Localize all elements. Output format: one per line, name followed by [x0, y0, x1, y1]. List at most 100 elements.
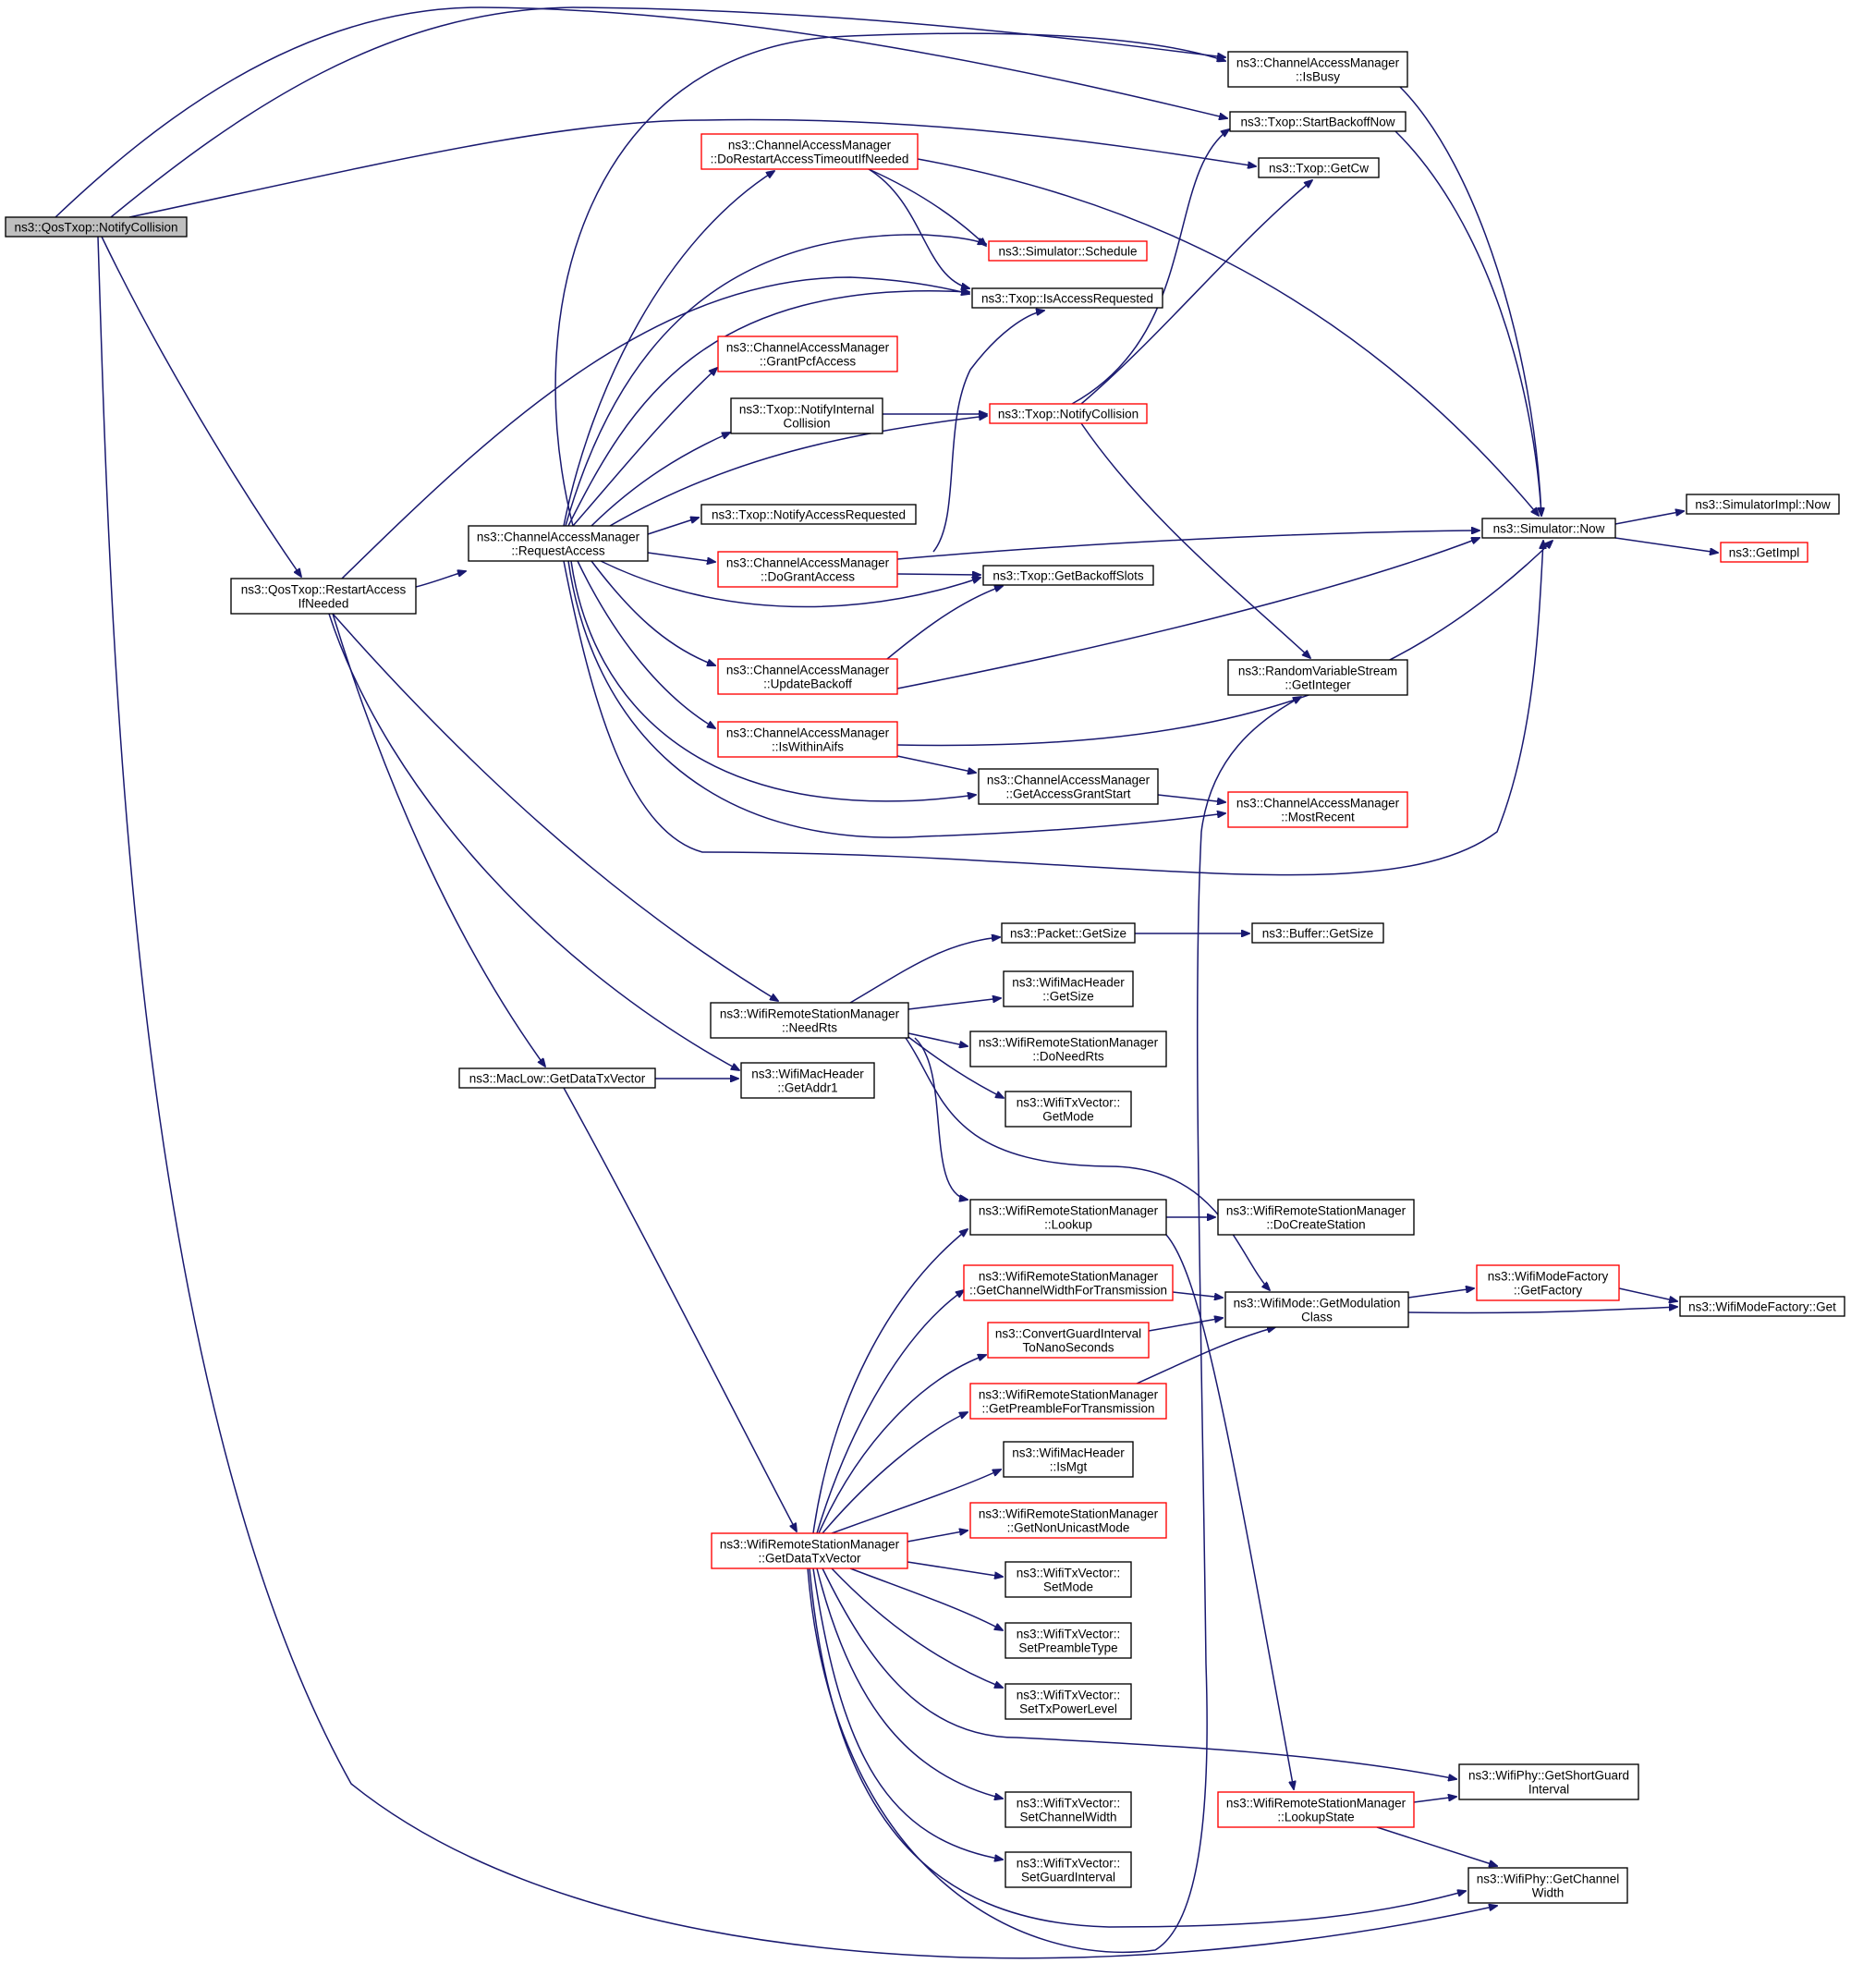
node-txop_getbackoffslots[interactable]: ns3::Txop::GetBackoffSlots	[982, 565, 1154, 586]
node-packet_getsize[interactable]: ns3::Packet::GetSize	[1001, 922, 1136, 944]
node-wrsm_lookupstate[interactable]: ns3::WifiRemoteStationManager::LookupSta…	[1217, 1791, 1415, 1828]
node-label: ns3::WifiMacHeader	[751, 1067, 864, 1081]
node-wmf_get[interactable]: ns3::WifiModeFactory::Get	[1679, 1296, 1845, 1317]
node-label: ns3::ConvertGuardInterval	[995, 1327, 1141, 1341]
edge-wrsm_needrts-to-wrsm_lookup	[914, 1037, 968, 1200]
node-txop_startbackoff[interactable]: ns3::Txop::StartBackoffNow	[1229, 111, 1407, 132]
node-label: ::IsMgt	[1050, 1460, 1088, 1474]
node-cam_getaccessgrantstart[interactable]: ns3::ChannelAccessManager::GetAccessGran…	[978, 768, 1159, 805]
node-cam_requestaccess[interactable]: ns3::ChannelAccessManager::RequestAccess	[468, 525, 649, 562]
node-cam_dogrant[interactable]: ns3::ChannelAccessManager::DoGrantAccess	[717, 551, 898, 588]
node-label: ns3::WifiMode::GetModulation	[1234, 1297, 1401, 1311]
node-wrsm_getpreamble[interactable]: ns3::WifiRemoteStationManager::GetPreamb…	[969, 1383, 1167, 1420]
edge-wrsm_getdatatx-to-wphy_getchannelwidth	[809, 1567, 1466, 1928]
node-getimpl[interactable]: ns3::GetImpl	[1720, 542, 1808, 563]
edge-wm_getmodulation-to-wmf_get	[1407, 1307, 1677, 1314]
node-box	[1467, 1867, 1628, 1904]
node-cam_grantpcf[interactable]: ns3::ChannelAccessManager::GrantPcfAcces…	[717, 335, 898, 372]
node-wrsm_needrts[interactable]: ns3::WifiRemoteStationManager::NeedRts	[710, 1002, 909, 1039]
node-buffer_getsize[interactable]: ns3::Buffer::GetSize	[1251, 922, 1384, 944]
node-box	[458, 1067, 656, 1089]
node-cam_iswithinaifs[interactable]: ns3::ChannelAccessManager::IsWithinAifs	[717, 721, 898, 758]
edge-wrsm_getdatatx-to-convertguard	[818, 1355, 986, 1534]
node-txop_notifycollision[interactable]: ns3::Txop::NotifyCollision	[989, 403, 1148, 424]
edge-wrsm_getdatatx-to-wtv_setpreamble	[849, 1567, 1003, 1630]
node-box	[468, 525, 649, 562]
node-box	[1005, 1791, 1132, 1828]
node-wtv_settxpower[interactable]: ns3::WifiTxVector::SetTxPowerLevel	[1005, 1683, 1132, 1720]
node-wrsm_getdatatx[interactable]: ns3::WifiRemoteStationManager::GetDataTx…	[711, 1532, 908, 1569]
node-label: ns3::WifiTxVector::	[1017, 1567, 1121, 1580]
edge-cam_dogrant-to-txop_getbackoffslots	[896, 574, 980, 575]
node-txop_getcw[interactable]: ns3::Txop::GetCw	[1258, 157, 1380, 178]
node-wrsm_doneedrts[interactable]: ns3::WifiRemoteStationManager::DoNeedRts	[969, 1031, 1167, 1067]
node-box	[1005, 1622, 1132, 1659]
node-label: ns3::ChannelAccessManager	[477, 531, 640, 544]
node-wmh_getaddr1[interactable]: ns3::WifiMacHeader::GetAddr1	[740, 1062, 875, 1099]
node-label: ns3::Buffer::GetSize	[1262, 927, 1374, 941]
node-rvs_getinteger[interactable]: ns3::RandomVariableStream::GetInteger	[1227, 659, 1408, 696]
node-wtv_setpreamble[interactable]: ns3::WifiTxVector::SetPreambleType	[1005, 1622, 1132, 1659]
edge-convertguard-to-wm_getmodulation	[1148, 1318, 1223, 1332]
node-label: ::UpdateBackoff	[763, 677, 852, 691]
node-box	[987, 1322, 1150, 1359]
node-label: Collision	[783, 417, 830, 431]
node-wmf_getfactory[interactable]: ns3::WifiModeFactory::GetFactory	[1476, 1264, 1620, 1301]
node-wmh_getsize[interactable]: ns3::WifiMacHeader::GetSize	[1003, 970, 1134, 1007]
edge-qos_restart-to-cam_requestaccess	[415, 571, 466, 588]
node-box	[1227, 51, 1408, 88]
node-box	[978, 768, 1159, 805]
node-wtv_getmode[interactable]: ns3::WifiTxVector::GetMode	[1005, 1091, 1132, 1128]
node-label: ns3::Txop::NotifyCollision	[998, 408, 1139, 421]
node-label: ::NeedRts	[782, 1021, 837, 1035]
node-wrsm_getchannelwidthfortx[interactable]: ns3::WifiRemoteStationManager::GetChanne…	[963, 1264, 1174, 1301]
edge-root-to-txop_getcw	[128, 118, 1256, 218]
edge-qos_restart-to-macllow_getdatatx	[332, 613, 545, 1067]
edge-wrsm_getdatatx-to-wmh_ismgt	[831, 1470, 1001, 1534]
node-box	[1251, 922, 1384, 944]
node-cam_mostrecent[interactable]: ns3::ChannelAccessManager::MostRecent	[1227, 791, 1408, 828]
node-sim_schedule[interactable]: ns3::Simulator::Schedule	[988, 240, 1148, 262]
edge-wmf_getfactory-to-wmf_get	[1618, 1287, 1677, 1301]
node-label: Class	[1301, 1311, 1333, 1324]
node-macllow_getdatatx[interactable]: ns3::MacLow::GetDataTxVector	[458, 1067, 656, 1089]
node-wtv_setchannelwidth[interactable]: ns3::WifiTxVector::SetChannelWidth	[1005, 1791, 1132, 1828]
node-label: ::GrantPcfAccess	[760, 355, 857, 369]
node-cam_isbusy[interactable]: ns3::ChannelAccessManager::IsBusy	[1227, 51, 1408, 88]
node-wtv_setmode[interactable]: ns3::WifiTxVector::SetMode	[1005, 1561, 1132, 1598]
edge-cam_requestaccess-to-cam_isbusy	[554, 32, 1225, 527]
node-root[interactable]: ns3::QosTxop::NotifyCollision	[5, 216, 188, 238]
node-cam_updatebackoff[interactable]: ns3::ChannelAccessManager::UpdateBackoff	[717, 658, 898, 695]
edge-wrsm_getdatatx-to-wrsm_lookup	[812, 1229, 968, 1534]
node-label: ns3::WifiTxVector::	[1017, 1096, 1121, 1110]
node-wrsm_docreatestation[interactable]: ns3::WifiRemoteStationManager::DoCreateS…	[1217, 1199, 1415, 1236]
node-txop_notifyaccessreq[interactable]: ns3::Txop::NotifyAccessRequested	[700, 504, 917, 525]
node-label: ns3::WifiRemoteStationManager	[979, 1204, 1159, 1218]
node-box	[1258, 157, 1380, 178]
node-wmh_ismgt[interactable]: ns3::WifiMacHeader::IsMgt	[1003, 1441, 1134, 1478]
node-wrsm_getnonunicast[interactable]: ns3::WifiRemoteStationManager::GetNonUni…	[969, 1502, 1167, 1539]
node-label: ns3::ChannelAccessManager	[726, 726, 890, 740]
edge-qos_restart-to-wmh_getaddr1	[328, 613, 739, 1070]
node-wrsm_lookup[interactable]: ns3::WifiRemoteStationManager::Lookup	[969, 1199, 1167, 1236]
node-wphy_getchannelwidth[interactable]: ns3::WifiPhy::GetChannelWidth	[1467, 1867, 1628, 1904]
node-simimpl_now[interactable]: ns3::SimulatorImpl::Now	[1686, 494, 1840, 515]
edge-wrsm_needrts-to-wm_getmodulation	[905, 1037, 1270, 1290]
node-label: ns3::WifiPhy::GetChannel	[1477, 1872, 1620, 1886]
node-box	[969, 1502, 1167, 1539]
edge-txop_notifycollision-to-txop_startbackoff	[1071, 129, 1229, 405]
node-wtv_setguard[interactable]: ns3::WifiTxVector::SetGuardInterval	[1005, 1851, 1132, 1888]
edge-cam_requestaccess-to-cam_dorestart	[563, 171, 774, 527]
node-cam_dorestart[interactable]: ns3::ChannelAccessManager::DoRestartAcce…	[700, 133, 919, 170]
node-label: ns3::ChannelAccessManager	[726, 341, 890, 355]
node-label: ns3::Txop::NotifyInternal	[739, 403, 874, 417]
node-sim_now[interactable]: ns3::Simulator::Now	[1481, 518, 1616, 539]
edge-wrsm_getdatatx-to-rvs_getinteger	[807, 697, 1301, 1954]
node-txop_isaccessreq[interactable]: ns3::Txop::IsAccessRequested	[971, 287, 1163, 309]
edge-wrsm_getdatatx-to-wrsm_getpreamble	[822, 1412, 968, 1534]
